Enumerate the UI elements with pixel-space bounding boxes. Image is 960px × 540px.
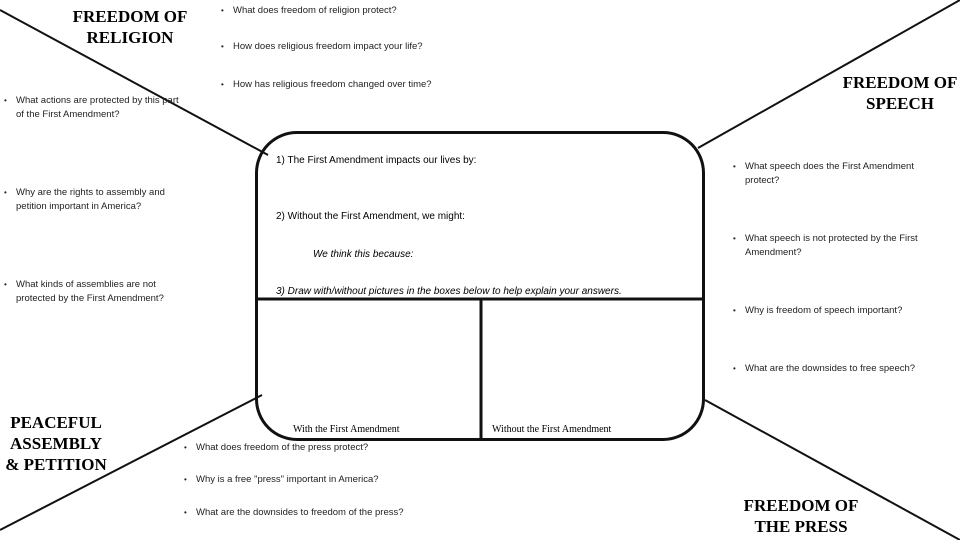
press-question: Why is a free "press" important in Ameri…	[184, 473, 496, 487]
prompt-without: 2) Without the First Amendment, we might…	[276, 211, 465, 222]
speech-title: FREEDOM OF SPEECH	[842, 73, 958, 113]
caption-without: Without the First Amendment	[492, 424, 612, 435]
speech-question: Why is freedom of speech important?	[733, 304, 950, 318]
assembly-question: What actions are protected by this part …	[4, 94, 181, 122]
speech-question: What are the downsides to free speech?	[733, 362, 950, 376]
caption-with: With the First Amendment	[293, 424, 400, 435]
religion-question: What does freedom of religion protect?	[221, 4, 533, 18]
religion-question: How does religious freedom impact your l…	[221, 40, 533, 54]
divider-bottom-left	[0, 394, 263, 531]
press-title: FREEDOM OF THE PRESS	[743, 496, 859, 536]
prompt-reason: We think this because:	[313, 249, 414, 260]
speech-question: What speech does the First Amendment pro…	[733, 160, 950, 188]
assembly-question: What kinds of assemblies are not protect…	[4, 278, 191, 306]
divider-bottom-right	[704, 399, 960, 540]
center-worksheet-box	[255, 131, 705, 441]
religion-title: FREEDOM OF RELIGION	[72, 7, 188, 47]
assembly-question: Why are the rights to assembly and petit…	[4, 186, 186, 214]
divider-top-left	[0, 9, 269, 156]
prompt-draw: 3) Draw with/without pictures in the box…	[276, 286, 622, 297]
press-question: What are the downsides to freedom of the…	[184, 506, 496, 520]
religion-question: How has religious freedom changed over t…	[221, 78, 533, 92]
prompt-impact: 1) The First Amendment impacts our lives…	[276, 155, 477, 166]
divider-top-right	[697, 0, 960, 149]
press-question: What does freedom of the press protect?	[184, 441, 496, 455]
speech-question: What speech is not protected by the Firs…	[733, 232, 950, 260]
assembly-title: PEACEFUL ASSEMBLY & PETITION	[5, 413, 107, 474]
